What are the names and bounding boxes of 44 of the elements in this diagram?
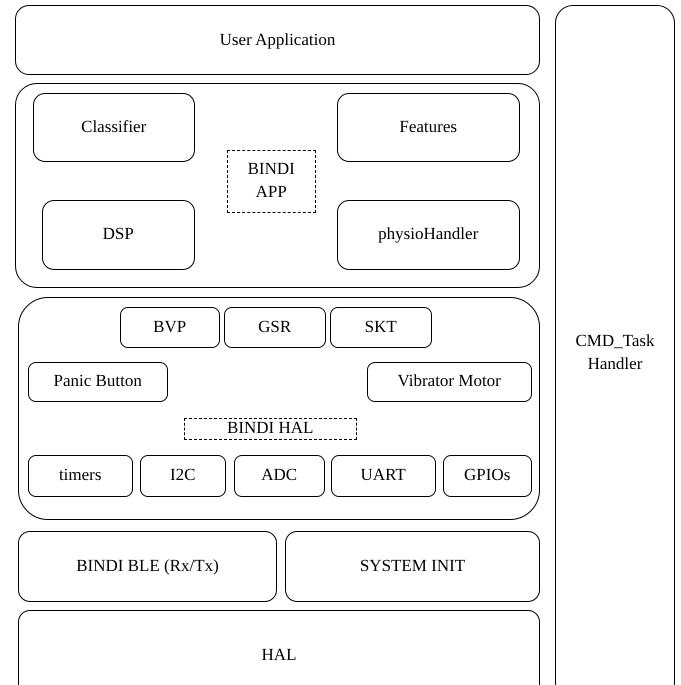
module-name: Classifier	[80, 116, 148, 138]
module-box	[336, 200, 520, 270]
module-name: BVP	[152, 316, 188, 338]
module-box	[555, 5, 675, 685]
module-box	[140, 454, 226, 497]
module-box	[234, 454, 325, 497]
module-box	[42, 200, 195, 270]
module-box	[366, 362, 532, 402]
module-label-box	[226, 150, 316, 213]
layer-panel	[18, 297, 540, 520]
module-box	[28, 454, 133, 497]
module-name: BINDI APP	[246, 158, 296, 204]
module-name: CMD_Task Handler	[574, 330, 656, 374]
module-box	[336, 92, 520, 162]
module-name: Vibrator Motor	[396, 370, 502, 392]
module-name: physioHandler	[377, 223, 480, 246]
module-name: SYSTEM INIT	[358, 555, 466, 578]
module-name: Panic Button	[52, 370, 143, 392]
module-box	[18, 610, 540, 685]
module-name: HAL	[260, 644, 298, 666]
module-box	[330, 454, 436, 497]
module-name: ADC	[260, 464, 298, 486]
module-name: DSP	[102, 223, 135, 246]
module-box	[285, 531, 540, 602]
module-box	[32, 92, 195, 162]
module-name: I2C	[168, 464, 196, 486]
module-name: GPIOs	[463, 464, 512, 486]
module-box	[442, 454, 532, 497]
module-box	[15, 5, 540, 75]
module-box	[28, 362, 168, 402]
module-box	[18, 531, 277, 602]
module-name: timers	[58, 464, 102, 486]
module-name: User Application	[218, 28, 336, 51]
module-box	[330, 306, 432, 348]
layer-panel	[15, 83, 540, 288]
module-name: GSR	[257, 316, 292, 338]
module-box	[224, 306, 326, 348]
module-name: UART	[360, 464, 407, 486]
module-name: Features	[398, 116, 458, 138]
module-label-box	[184, 418, 357, 440]
module-name: BINDI BLE (Rx/Tx)	[75, 555, 220, 578]
module-name: SKT	[364, 316, 398, 338]
module-name: BINDI HAL	[226, 417, 314, 440]
module-box	[120, 306, 220, 348]
